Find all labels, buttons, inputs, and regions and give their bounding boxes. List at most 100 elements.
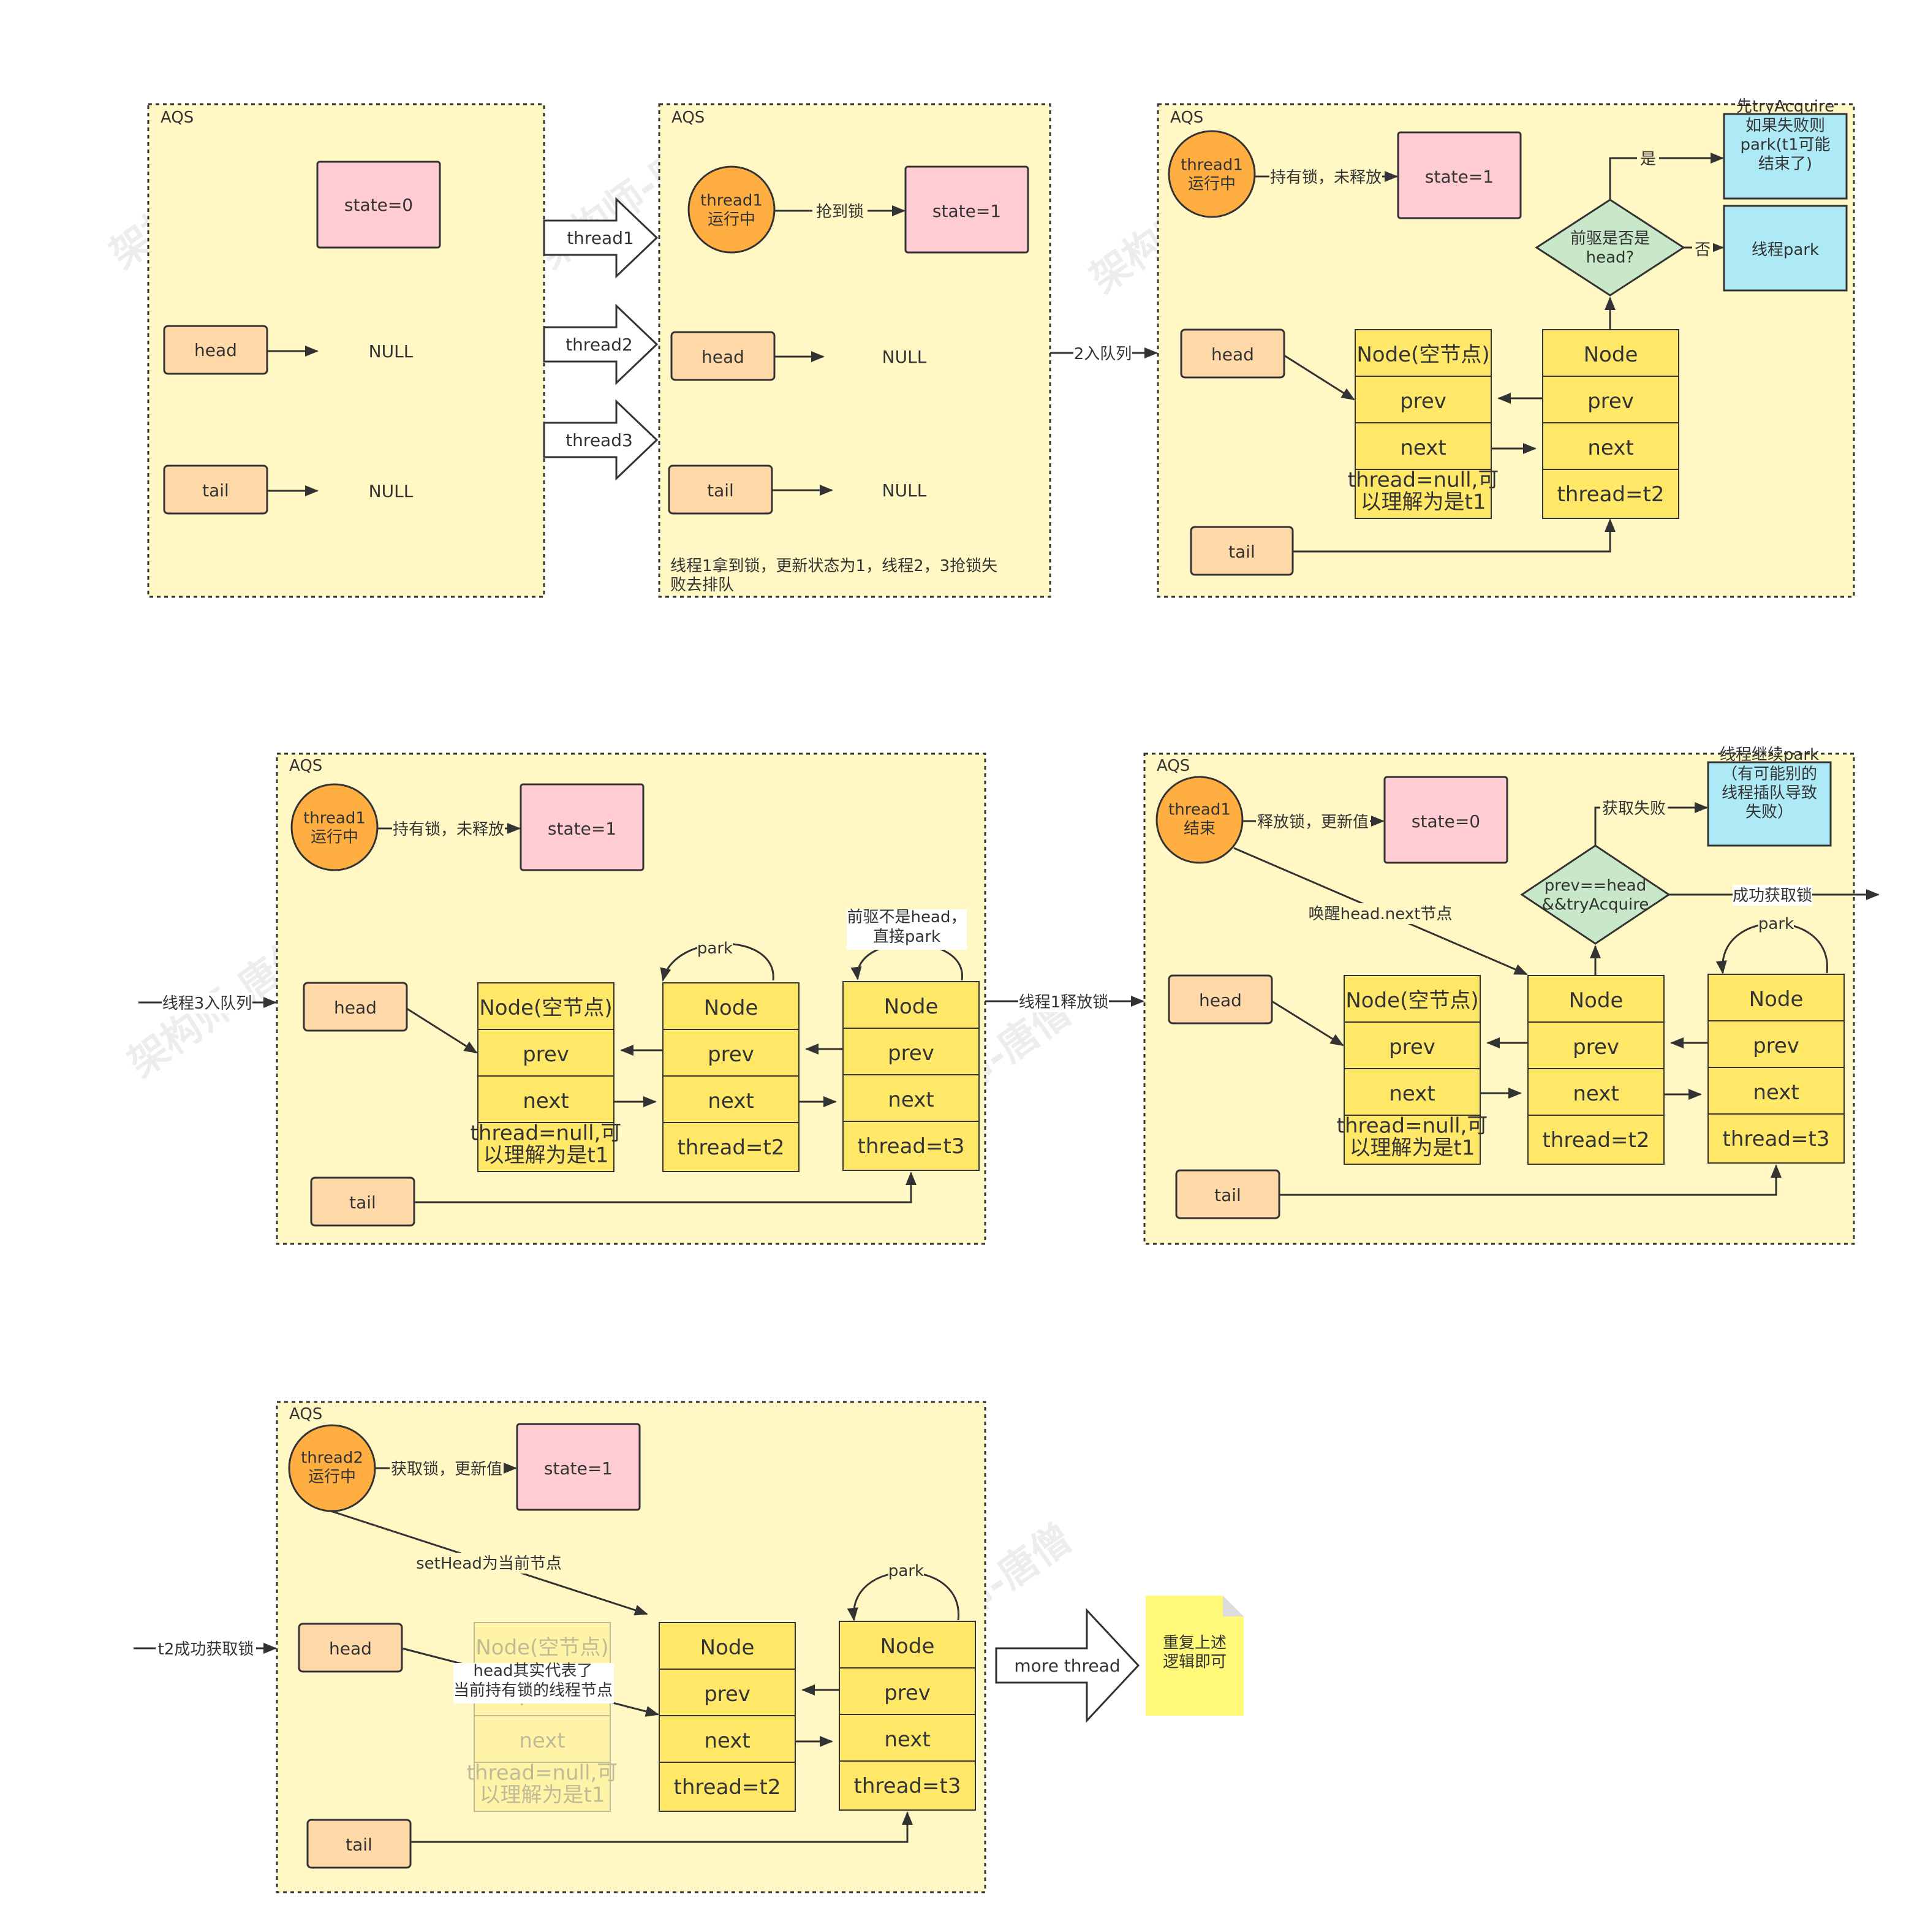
- yes-label: 是: [1640, 150, 1656, 169]
- head-pointer: [298, 1623, 403, 1673]
- node-thread: thread=null,可以理解为是t1: [471, 1121, 622, 1168]
- fat-arrow: [543, 303, 659, 385]
- state-box: [1397, 131, 1522, 219]
- head-label: head: [194, 340, 237, 360]
- node-prev: prev: [1753, 1034, 1799, 1058]
- node-next: next: [888, 1088, 934, 1112]
- node-title: Node: [1584, 343, 1638, 367]
- empty-node: Node(空节点) prev next thread=null,可以理解为是t1: [1348, 329, 1499, 519]
- aqs-label: AQS: [289, 757, 322, 775]
- continue-park-box: [1707, 761, 1832, 847]
- decision-diamond: [1520, 844, 1671, 945]
- node-prev: prev: [884, 1681, 931, 1705]
- node-t3: Node prev next thread=t3: [839, 1621, 976, 1811]
- aqs-label: AQS: [161, 108, 194, 127]
- thread-circle: [1155, 776, 1244, 864]
- node-thread: thread=null,可以理解为是t1: [467, 1761, 618, 1808]
- node-title: Node: [1749, 987, 1804, 1012]
- node-title: Node(空节点): [479, 996, 612, 1020]
- park-label: park: [1758, 915, 1794, 933]
- node-title: Node(空节点): [1345, 988, 1478, 1013]
- node-t2: Node prev next thread=t2: [662, 982, 800, 1172]
- t3-enqueue-label: 线程3入队列: [162, 994, 252, 1013]
- empty-node: Node(空节点) prev next thread=null,可以理解为是t1: [1337, 975, 1488, 1165]
- arrow-label: thread2: [565, 335, 633, 355]
- state-text: state=0: [1412, 811, 1480, 832]
- tail-label: tail: [1228, 542, 1255, 562]
- state-box: [904, 165, 1029, 254]
- node-next: next: [1587, 436, 1633, 460]
- node-thread: thread=t3: [854, 1774, 961, 1798]
- panel-note: 线程1拿到锁，更新状态为1，线程2，3抢锁失败去排队: [670, 557, 997, 594]
- node-next: next: [519, 1729, 565, 1753]
- node-prev: prev: [704, 1682, 751, 1707]
- head-pointer: [1180, 328, 1285, 379]
- aqs-label: AQS: [1157, 757, 1190, 775]
- node-title: Node: [1569, 988, 1624, 1013]
- node-thread: thread=t3: [1723, 1127, 1830, 1151]
- head-label: head: [1211, 344, 1254, 365]
- tail-label: tail: [202, 480, 229, 501]
- head-label: head: [334, 998, 377, 1018]
- node-next: next: [884, 1727, 930, 1752]
- head-label: head: [1199, 990, 1242, 1010]
- node-t3: Node prev next thread=t3: [842, 981, 980, 1171]
- node-thread: thread=t2: [1557, 482, 1665, 507]
- node-title: Node: [880, 1634, 935, 1659]
- sticky-note: 重复上述逻辑即可: [1146, 1596, 1244, 1716]
- arrow-label: thread3: [565, 430, 633, 450]
- node-thread: thread=null,可以理解为是t1: [1337, 1114, 1488, 1161]
- node-prev: prev: [708, 1042, 754, 1067]
- node-next: next: [1400, 436, 1446, 460]
- tail-label: tail: [1214, 1185, 1241, 1205]
- tail-pointer: [306, 1819, 412, 1869]
- tail-pointer: [163, 464, 268, 515]
- null-text: NULL: [882, 480, 927, 501]
- fail-label: 获取失败: [1602, 800, 1666, 818]
- head-pointer: [1168, 974, 1273, 1025]
- no-label: 否: [1695, 241, 1711, 259]
- transfer-arrows: thread1 thread2 thread3: [543, 197, 659, 481]
- null-text: NULL: [369, 341, 414, 362]
- node-title: Node: [700, 1635, 755, 1660]
- node-title: Node: [704, 996, 758, 1020]
- state-text: state=0: [344, 195, 413, 215]
- fat-arrow: [543, 399, 659, 481]
- node-prev: prev: [1587, 389, 1634, 414]
- node-thread: thread=t2: [674, 1775, 781, 1800]
- node-t3: Node prev next thread=t3: [1707, 974, 1845, 1164]
- state-text: state=1: [548, 819, 616, 839]
- t2-acquire-label: t2成功获取锁: [158, 1640, 254, 1659]
- state-box: [516, 1423, 641, 1511]
- arrow-label: thread1: [567, 228, 634, 248]
- acquire-label: 获取锁，更新值: [391, 1460, 502, 1479]
- grab-lock-label: 抢到锁: [816, 203, 864, 221]
- park-text: 线程park: [1752, 241, 1819, 259]
- success-label: 成功获取锁: [1733, 887, 1812, 905]
- node-thread: thread=t3: [858, 1134, 965, 1159]
- thread-circle: [290, 783, 379, 871]
- node-title: Node(空节点): [1356, 343, 1489, 367]
- hold-lock-label: 持有锁，未释放: [393, 820, 504, 839]
- node-title: Node(空节点): [475, 1635, 608, 1660]
- null-text: NULL: [369, 481, 414, 501]
- continue-park-text: 线程继续park（有可能别的线程插队导致失败）: [1720, 746, 1819, 822]
- node-thread: thread=t2: [678, 1135, 785, 1160]
- state-box: [316, 161, 441, 249]
- pred-note: 前驱不是head，直接park: [847, 908, 967, 946]
- node-title: Node: [884, 994, 939, 1019]
- node-prev: prev: [523, 1042, 569, 1067]
- thread-circle: [687, 165, 776, 254]
- try-acquire-box: [1723, 113, 1848, 200]
- decision-text: prev==head&&tryAcquire: [1542, 876, 1649, 914]
- node-t2: Node prev next thread=t2: [1527, 975, 1665, 1165]
